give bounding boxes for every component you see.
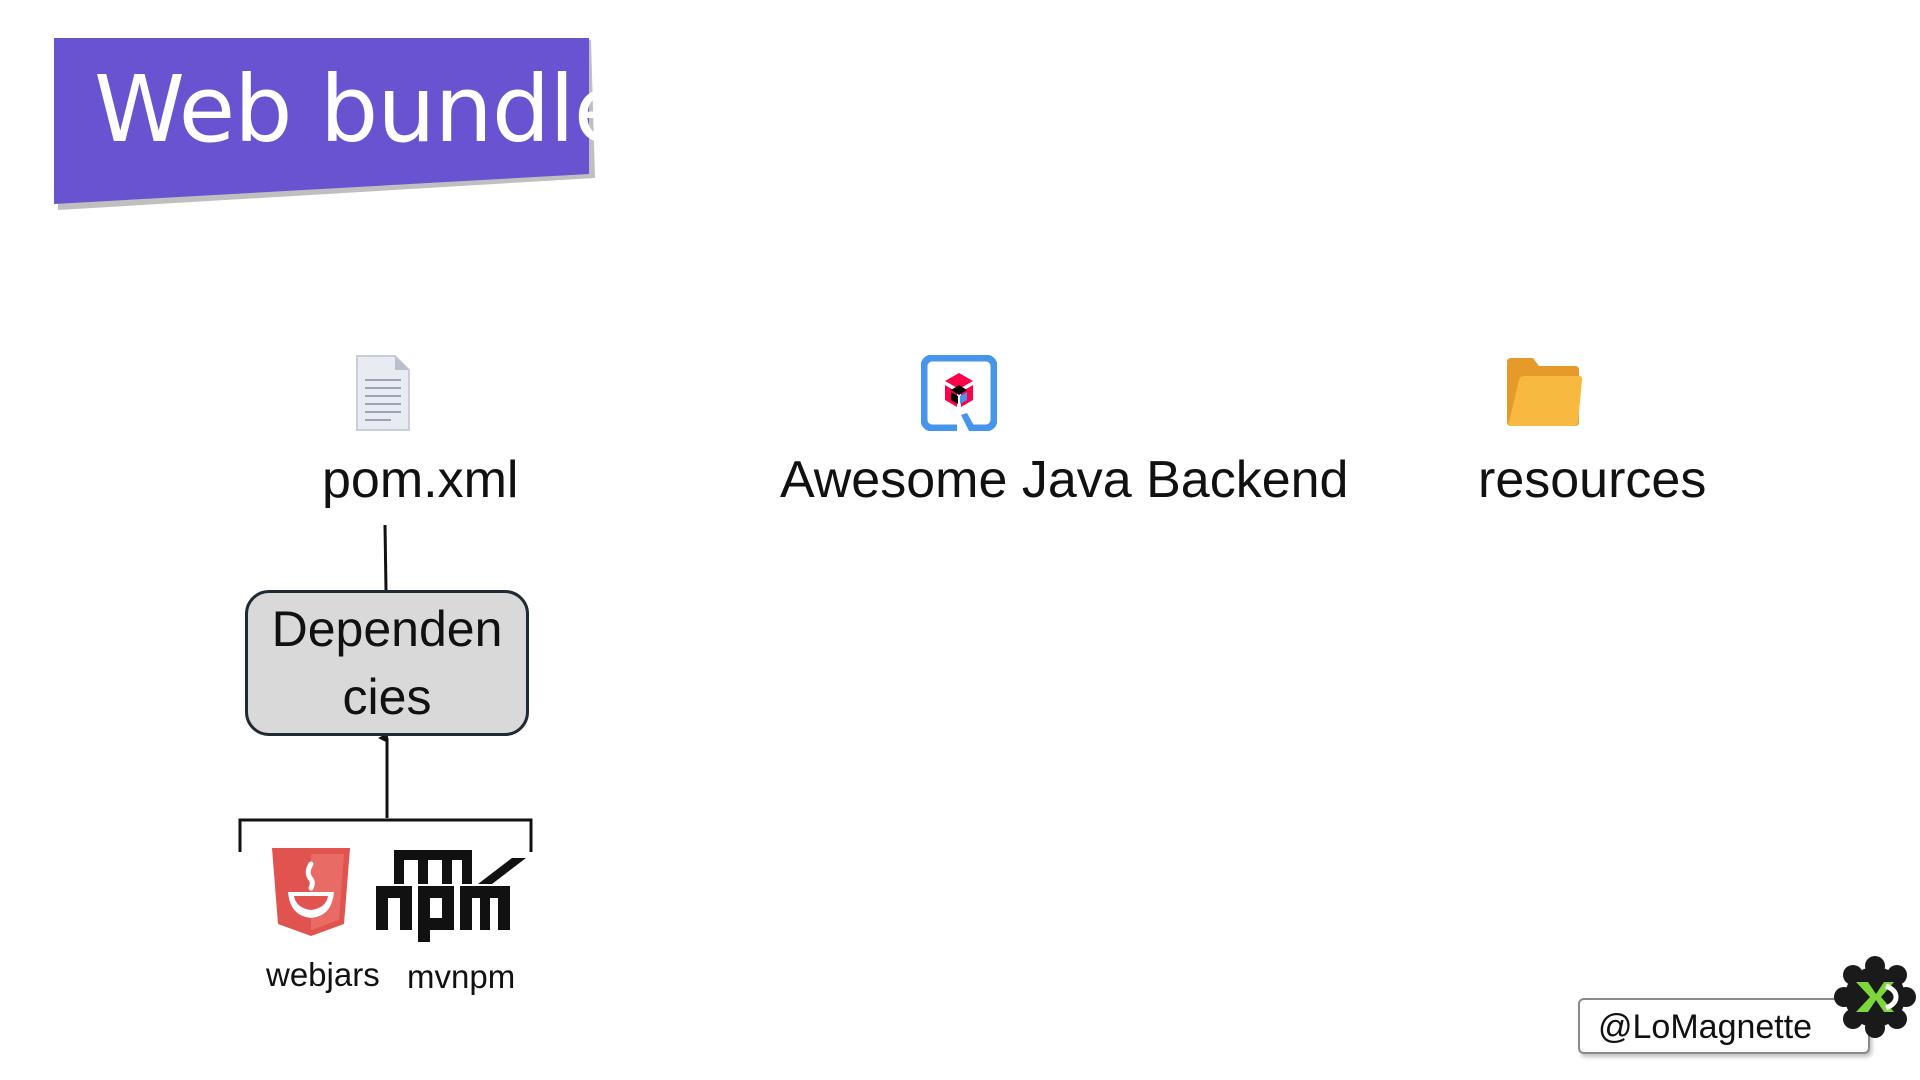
document-icon: [356, 355, 410, 431]
webjars-logo-icon: [272, 848, 350, 936]
title-banner: Web bundler: [54, 38, 667, 210]
pom-label: pom.xml: [322, 451, 519, 509]
mvnpm-label: mvnpm: [407, 958, 516, 995]
pom-to-dependencies-line: [383, 524, 388, 591]
author-handle: @LoMagnette: [1598, 1008, 1813, 1046]
sources-bracket: [238, 818, 533, 852]
mvnpm-logo-icon: [376, 850, 526, 942]
author-handle-box: @LoMagnette: [1578, 998, 1870, 1054]
dependencies-label: Dependencies: [271, 601, 503, 725]
webjars-label: webjars: [266, 956, 380, 993]
title-banner-shape: [54, 38, 595, 210]
resources-label: resources: [1478, 451, 1707, 509]
folder-icon: [1507, 358, 1583, 426]
brand-badge-icon: [1834, 956, 1916, 1038]
backend-label: Awesome Java Backend: [780, 451, 1349, 509]
quarkus-logo-icon: [921, 355, 997, 431]
dependencies-box: Dependencies: [245, 590, 529, 736]
slide-title: Web bundler: [94, 56, 667, 163]
